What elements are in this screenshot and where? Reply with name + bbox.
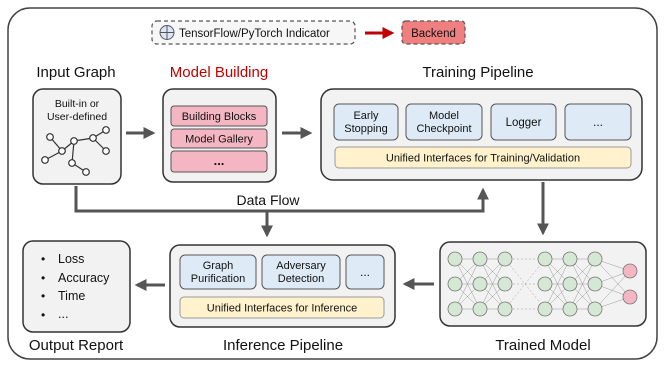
logger-label: Logger <box>506 117 542 129</box>
inference-unified-label: Unified Interfaces for Inference <box>207 303 357 315</box>
adversary-detection-line2: Detection <box>278 273 324 285</box>
legend: TensorFlow/PyTorch Indicator Backend <box>151 20 466 45</box>
input-graph-line1: Built-in or <box>55 98 100 110</box>
adversary-detection-line1: Adversary <box>276 260 326 272</box>
building-blocks-label: Building Blocks <box>182 111 257 123</box>
input-graph-line2: User-defined <box>47 111 107 123</box>
bullet: • <box>41 271 45 285</box>
title-trained-model: Trained Model <box>495 337 590 354</box>
graph-icon <box>41 126 110 176</box>
inference-module-graph-purification <box>179 254 257 290</box>
training-module-logger <box>490 103 557 141</box>
legend-indicator-label: TensorFlow/PyTorch Indicator <box>179 28 330 40</box>
model-checkpoint-line2: Checkpoint <box>416 123 471 135</box>
title-output-report: Output Report <box>29 337 124 354</box>
output-report-panel: • Loss • Accuracy • Time • ... <box>22 240 131 333</box>
training-module-model-checkpoint <box>405 103 483 141</box>
inference-module-adversary-detection <box>261 254 341 290</box>
output-item-time: Time <box>58 289 85 303</box>
model-more-box <box>170 150 268 173</box>
title-input-graph: Input Graph <box>36 64 115 81</box>
training-module-early-stopping <box>333 103 399 141</box>
model-building-panel: Building Blocks Model Gallery ... <box>162 88 277 183</box>
graph-purification-line1: Graph <box>203 260 234 272</box>
output-neurons <box>622 263 638 305</box>
neurons <box>447 251 603 317</box>
training-more-label: ... <box>593 115 603 129</box>
training-unified-box <box>334 146 632 169</box>
model-gallery-label: Model Gallery <box>185 134 253 146</box>
building-blocks-box <box>170 105 268 127</box>
model-checkpoint-line1: Model <box>429 110 459 122</box>
training-pipeline-panel: Early Stopping Model Checkpoint Logger .… <box>320 88 643 181</box>
trained-model-panel <box>439 241 647 327</box>
input-graph-panel: Built-in or User-defined <box>32 88 122 185</box>
legend-indicator-box <box>151 20 356 45</box>
bullet: • <box>41 289 45 303</box>
legend-backend-box <box>401 20 466 45</box>
model-more-label: ... <box>214 153 225 168</box>
inference-pipeline-panel: Graph Purification Adversary Detection .… <box>169 244 396 328</box>
output-item-accuracy: Accuracy <box>58 271 110 285</box>
inference-more-label: ... <box>360 265 370 279</box>
bullet: • <box>41 308 45 322</box>
graph-purification-line2: Purification <box>191 273 245 285</box>
bullet: • <box>41 252 45 266</box>
output-item-more: ... <box>58 307 68 321</box>
data-flow-label: Data Flow <box>236 192 300 208</box>
data-flow: Data Flow <box>74 186 489 238</box>
training-unified-label: Unified Interfaces for Training/Validati… <box>386 153 580 165</box>
training-module-more <box>564 103 632 141</box>
inference-module-more <box>345 254 385 290</box>
title-training-pipeline: Training Pipeline <box>422 64 533 81</box>
early-stopping-line2: Stopping <box>344 123 387 135</box>
legend-backend-label: Backend <box>411 28 456 40</box>
inference-unified-box <box>179 296 385 319</box>
title-inference-pipeline: Inference Pipeline <box>223 337 343 354</box>
model-gallery-box <box>170 128 268 149</box>
title-model-building: Model Building <box>170 64 268 81</box>
early-stopping-line1: Early <box>353 110 379 122</box>
output-item-loss: Loss <box>58 252 84 266</box>
